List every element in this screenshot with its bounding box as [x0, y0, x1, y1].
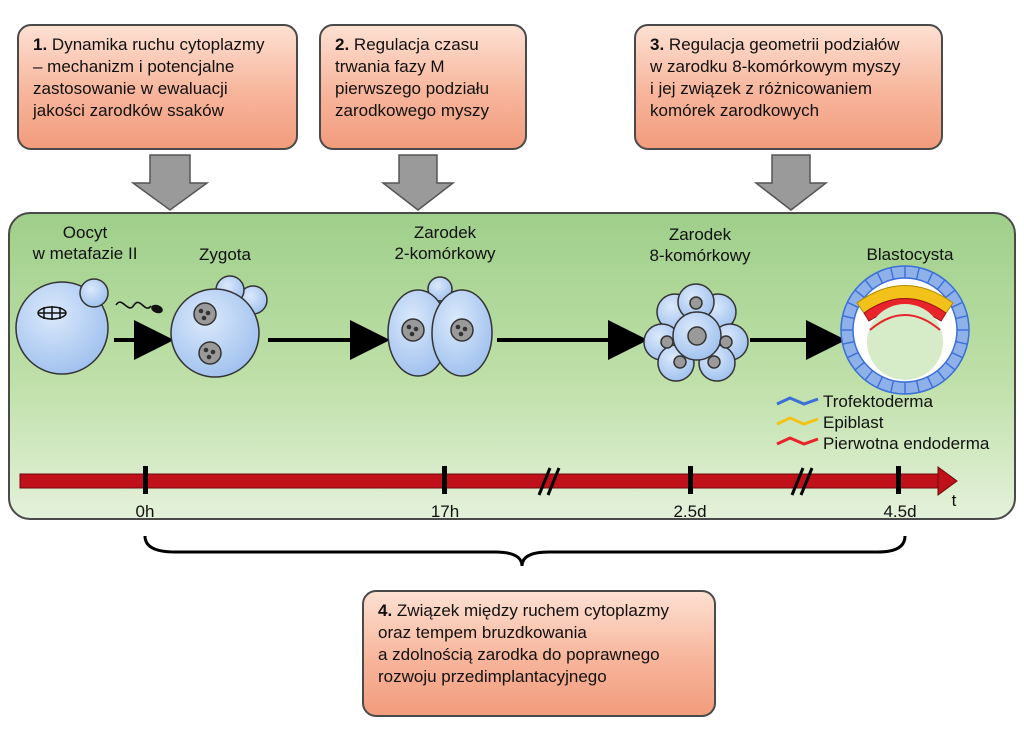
- down-arrow-1-icon: [130, 154, 210, 211]
- trophectoderm-cell-divider: [945, 361, 956, 371]
- down-arrow-2-icon: [380, 154, 456, 211]
- trophectoderm-cell-divider: [864, 370, 874, 381]
- box-2: 2. Regulacja czasu trwania fazy M pierws…: [319, 24, 527, 150]
- trophectoderm-cell-divider: [955, 340, 968, 345]
- box-4-text: Związek między ruchem cytoplazmy oraz te…: [378, 601, 669, 686]
- stage-label-oocyte: Oocyt w metafazie II: [32, 223, 138, 263]
- stage-label-2cell: Zarodek 2-komórkowy: [394, 223, 496, 263]
- box-3: 3. Regulacja geometrii podziałów w zarod…: [634, 24, 943, 150]
- trophectoderm-cell-divider: [915, 267, 920, 280]
- trophectoderm-cell-divider: [847, 351, 859, 359]
- trophectoderm-cell-divider: [854, 361, 865, 371]
- trophectoderm-cell-divider: [936, 370, 946, 381]
- blastocyst-icon: [840, 265, 970, 395]
- box-2-number: 2.: [335, 35, 350, 54]
- trophectoderm-cell-divider: [915, 380, 920, 393]
- stage-label-zygote: Zygota: [199, 245, 251, 264]
- tick-label-0h: 0h: [135, 502, 155, 521]
- box-1-number: 1.: [33, 35, 48, 54]
- trophectoderm-cell-divider: [955, 315, 968, 320]
- trophectoderm-cell-divider: [876, 272, 884, 284]
- sperm-icon: [115, 301, 163, 314]
- legend-swatches: [776, 396, 819, 446]
- trophectoderm-cell-divider: [842, 340, 855, 345]
- down-arrow-3-icon: [753, 154, 829, 211]
- curly-brace-icon: [143, 535, 907, 567]
- legend-trophectoderm: Trofektoderma: [823, 392, 933, 411]
- stage-label-8cell: Zarodek 8-komórkowy: [649, 225, 751, 265]
- trophectoderm-cell-divider: [842, 315, 855, 320]
- trophectoderm-cell-divider: [936, 279, 946, 290]
- legend-primitive-endoderm: Pierwotna endoderma: [823, 434, 990, 453]
- axis-label-t: t: [951, 491, 957, 510]
- stage-label-blastocyst: Blastocysta: [866, 245, 954, 264]
- zygote-icon: [170, 275, 268, 378]
- legend-epiblast: Epiblast: [823, 413, 884, 432]
- timeline-panel: [8, 212, 1016, 520]
- eight-cell-embryo-icon: [643, 283, 749, 382]
- oocyte-icon: [15, 278, 109, 375]
- two-cell-embryo-icon: [387, 276, 493, 377]
- tick-label-4-5d: 4.5d: [883, 502, 917, 521]
- timeline-axis: [19, 466, 958, 496]
- trophectoderm-cell-divider: [890, 380, 895, 393]
- box-3-text: Regulacja geometrii podziałów w zarodku …: [650, 35, 901, 120]
- trophectoderm-cell-divider: [951, 351, 963, 359]
- tick-label-2-5d: 2.5d: [673, 502, 707, 521]
- trophectoderm-cell-divider: [876, 376, 884, 388]
- trophectoderm-cell-divider: [951, 301, 963, 309]
- box-4: 4. Związek między ruchem cytoplazmy oraz…: [362, 590, 716, 717]
- tick-label-17h: 17h: [430, 502, 460, 521]
- trophectoderm-cell-divider: [864, 279, 874, 290]
- trophectoderm-cell-divider: [945, 289, 956, 299]
- box-1-text: Dynamika ruchu cytoplazmy – mechanizm i …: [33, 35, 265, 120]
- box-4-number: 4.: [378, 601, 393, 620]
- trophectoderm-cell-divider: [926, 376, 934, 388]
- trophectoderm-cell-divider: [890, 267, 895, 280]
- trophectoderm-cell-divider: [847, 301, 859, 309]
- trophectoderm-cell-divider: [854, 289, 865, 299]
- box-2-text: Regulacja czasu trwania fazy M pierwszeg…: [335, 35, 490, 120]
- box-3-number: 3.: [650, 35, 665, 54]
- box-1: 1. Dynamika ruchu cytoplazmy – mechanizm…: [17, 24, 298, 150]
- trophectoderm-cell-divider: [926, 272, 934, 284]
